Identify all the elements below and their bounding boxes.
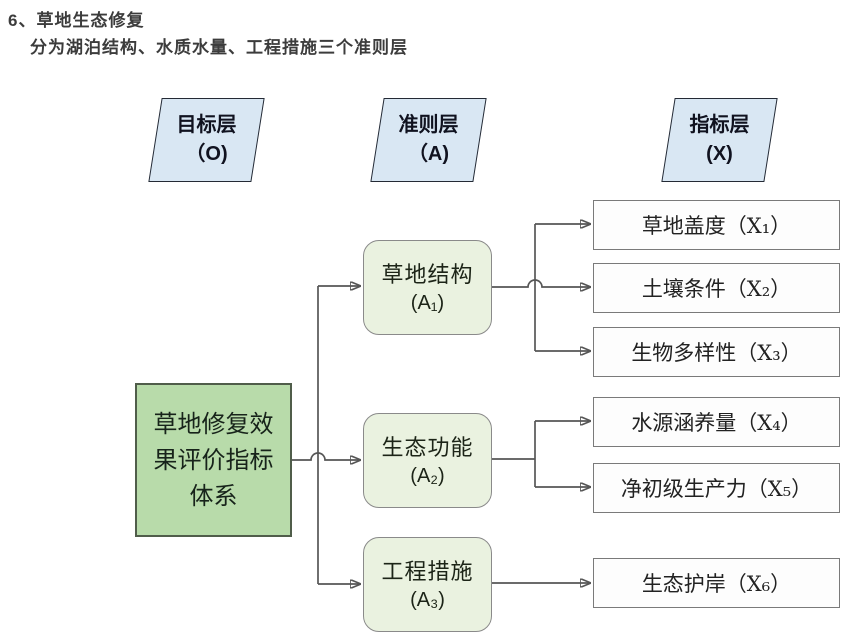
arrow-goal-to-A2 <box>288 452 360 460</box>
indicator-label: 生态护岸（X₆） <box>641 572 792 596</box>
layer-header-symbol: （A) <box>407 143 450 165</box>
criteria-symbol: (A₁) <box>410 291 445 314</box>
indicator-label: 草地盖度（X₁） <box>641 214 792 238</box>
criteria-node-A2: 生态功能 (A₂) <box>363 413 492 508</box>
criteria-label: 草地结构 <box>381 261 474 287</box>
layer-header-criteria: 准则层 （A) <box>370 98 487 182</box>
indicator-node-X4: 水源涵养量（X₄） <box>593 397 840 447</box>
indicator-node-X2: 土壤条件（X₂） <box>593 263 840 313</box>
indicator-node-X3: 生物多样性（X₃） <box>593 327 840 377</box>
criteria-node-A3: 工程措施 (A₃) <box>363 537 492 632</box>
indicator-label: 生物多样性（X₃） <box>631 341 802 365</box>
indicator-node-X5: 净初级生产力（X₅） <box>593 463 840 513</box>
indicator-label: 土壤条件（X₂） <box>641 277 792 301</box>
layer-header-indicator: 指标层 (X) <box>661 98 778 182</box>
goal-node-label: 草地修复效果评价指标体系 <box>153 410 274 510</box>
arrow-A1-to-X2 <box>490 279 590 287</box>
goal-node: 草地修复效果评价指标体系 <box>135 383 292 537</box>
layer-header-goal: 目标层 （O) <box>148 98 265 182</box>
layer-header-symbol: (X) <box>706 143 733 165</box>
indicator-label: 水源涵养量（X₄） <box>631 411 802 435</box>
criteria-symbol: (A₃) <box>410 588 445 611</box>
criteria-symbol: (A₂) <box>410 464 445 487</box>
criteria-node-A1: 草地结构 (A₁) <box>363 240 492 335</box>
criteria-label: 生态功能 <box>381 434 474 460</box>
section-title: 6、草地生态修复 <box>8 11 145 30</box>
section-subtitle: 分为湖泊结构、水质水量、工程措施三个准则层 <box>30 38 408 57</box>
layer-header-label: 指标层 <box>689 114 750 136</box>
indicator-node-X1: 草地盖度（X₁） <box>593 200 840 250</box>
indicator-label: 净初级生产力（X₅） <box>620 477 813 501</box>
layer-header-label: 准则层 <box>398 114 459 136</box>
indicator-node-X6: 生态护岸（X₆） <box>593 558 840 608</box>
layer-header-label: 目标层 <box>176 114 237 136</box>
layer-header-symbol: （O) <box>185 143 228 165</box>
criteria-label: 工程措施 <box>381 558 474 584</box>
